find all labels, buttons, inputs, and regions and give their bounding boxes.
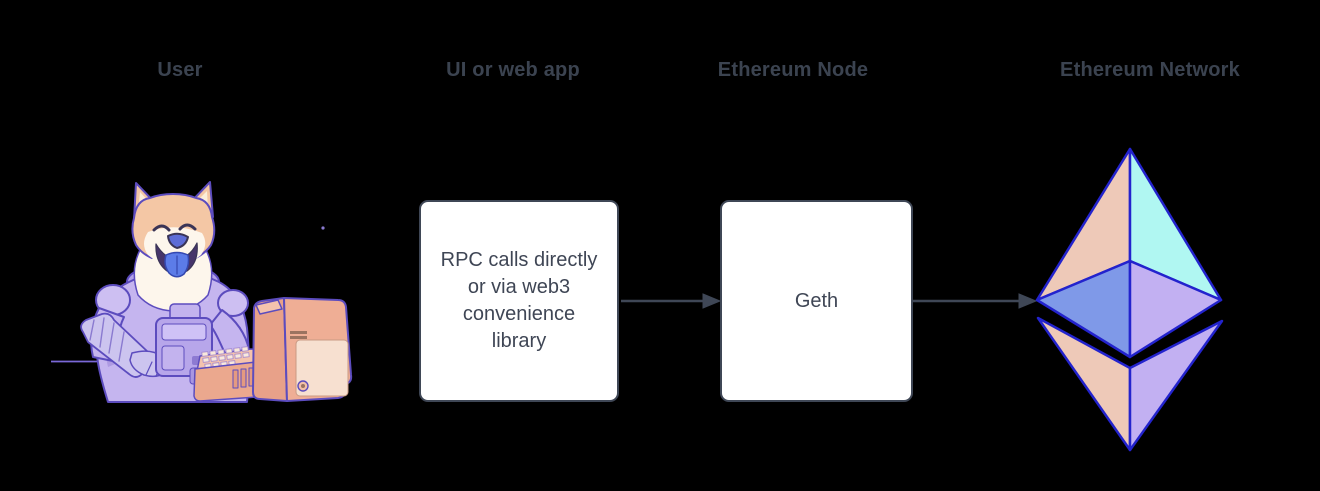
eth-face-mid-right (1128, 259, 1223, 359)
label-ethereum-node: Ethereum Node (717, 59, 869, 81)
arrow-ui-to-node-head (702, 293, 722, 309)
ui-box-line-4: library (491, 330, 547, 352)
eth-face-bottom-right (1128, 319, 1224, 452)
computer-panel (295, 339, 349, 397)
label-ethereum-network: Ethereum Network (1060, 59, 1240, 81)
ui-web-app-box: RPC calls directly or via web3 convenien… (419, 200, 619, 402)
ui-box-line-3: convenience (462, 303, 576, 325)
shoulder-plate-right (217, 289, 249, 317)
computer-handle (255, 299, 283, 315)
ui-box-line-1: RPC calls directly (440, 249, 598, 271)
label-user: User (157, 59, 203, 81)
keyboard-keys (201, 346, 250, 369)
chest-pack-top (161, 323, 207, 341)
computer-front-face (252, 297, 288, 402)
ethereum-logo-icon (1035, 147, 1224, 452)
keyboard-side-slots (232, 367, 255, 389)
ui-box-text: RPC calls directly or via web3 convenien… (441, 247, 598, 355)
nose (167, 232, 189, 249)
computer-vent (290, 331, 307, 339)
forearm-ribs (89, 317, 125, 362)
doge-astronaut-illustration (51, 181, 353, 403)
computer-connector-pin (301, 384, 305, 388)
chest-pack-pocket (161, 345, 185, 371)
label-ui-or-web-app: UI or web app (446, 59, 580, 81)
right-eye (178, 223, 197, 231)
ethereum-node-box: Geth (720, 200, 913, 402)
left-eye (152, 224, 171, 232)
speck (321, 226, 325, 230)
geth-label: Geth (794, 289, 839, 312)
ui-box-line-2: or via web3 (467, 276, 571, 298)
